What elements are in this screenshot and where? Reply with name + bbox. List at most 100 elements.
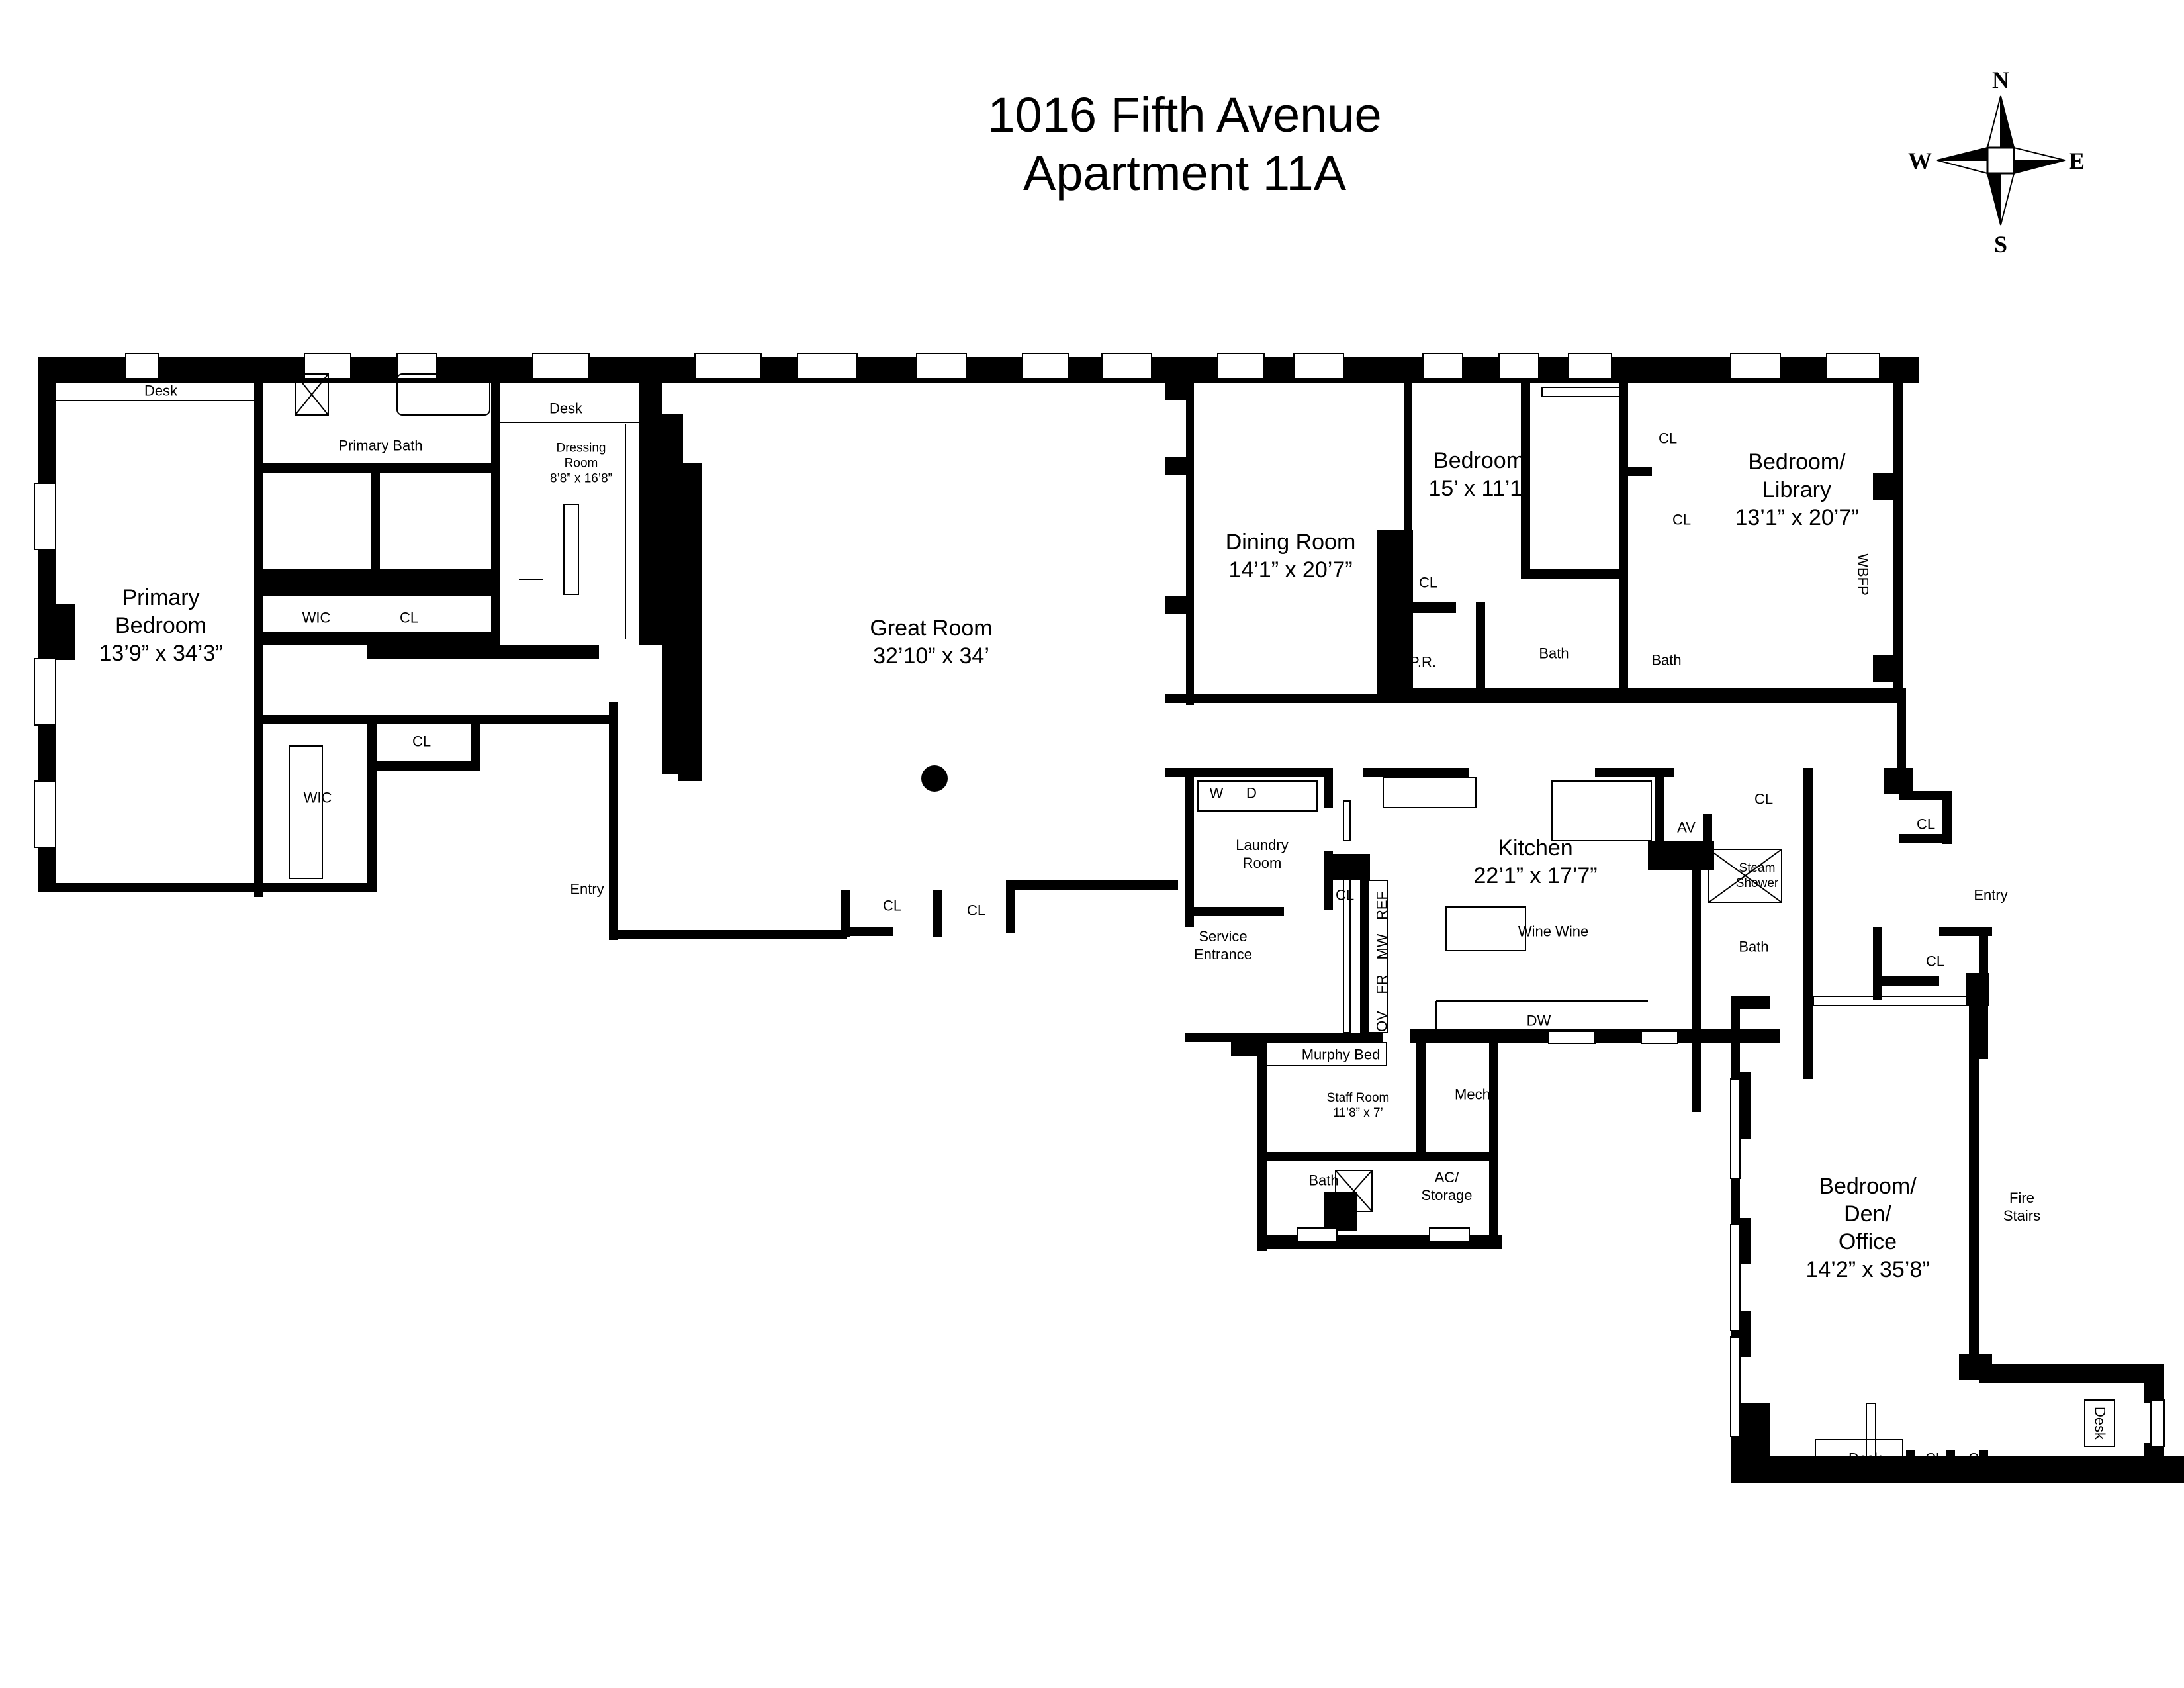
room-dimensions: 22’1” x 17’7”	[1473, 863, 1598, 888]
room-dimensions: 13’9” x 34’3”	[99, 641, 223, 666]
room-dimensions: 14’2” x 35’8”	[1805, 1257, 1930, 1282]
freezer-label: FR	[1373, 974, 1390, 994]
room-bedroom-library: Bedroom/ Library 13’1” x 20’7”	[1735, 448, 1858, 532]
desk-label: Desk	[549, 400, 583, 417]
room-name: AC/	[1434, 1169, 1459, 1186]
room-name: Den/	[1844, 1201, 1891, 1227]
compass-rose: N S W E	[1886, 53, 2118, 265]
desk-label: Desk	[144, 382, 178, 399]
closet-label: CL	[1418, 574, 1438, 591]
room-dimensions: 32’10” x 34’	[873, 643, 989, 669]
closet-label: CL	[1335, 886, 1355, 904]
room-dimensions: 8’8” x 16’8”	[550, 471, 612, 486]
room-name: Room	[564, 456, 598, 471]
structural-column	[921, 765, 948, 792]
bath-label: Bath	[1308, 1172, 1339, 1189]
room-kitchen: Kitchen 22’1” x 17’7”	[1473, 834, 1597, 890]
room-name: Office	[1838, 1229, 1897, 1254]
dishwasher-label: DW	[1526, 1012, 1551, 1029]
refrigerator-label: REF	[1373, 891, 1390, 920]
room-name: Storage	[1421, 1187, 1473, 1203]
closet-label: CL	[1754, 790, 1774, 808]
room-bedroom: Bedroom 15’ x 11’1”	[1428, 447, 1529, 502]
address-title: 1016 Fifth Avenue	[987, 87, 1382, 142]
wood-burning-fireplace-label: WBFP	[1854, 553, 1872, 596]
room-dimensions: 11’8” x 7’	[1333, 1106, 1383, 1120]
compass-north-label: N	[1992, 67, 2009, 93]
room-name: Room	[1242, 855, 1282, 871]
room-name: Bedroom	[115, 613, 206, 638]
bath-label: Bath	[1739, 938, 1769, 955]
wic-label: WIC	[303, 789, 332, 806]
microwave-label: MW	[1373, 933, 1390, 960]
room-dressing-room: Dressing Room 8’8” x 16’8”	[550, 441, 612, 487]
dryer-label: D	[1246, 784, 1257, 802]
oven-label: OV	[1373, 1011, 1390, 1032]
compass-rose-icon	[1936, 95, 2066, 226]
room-name: Dining Room	[1225, 530, 1356, 555]
closet-label: CL	[1658, 430, 1678, 447]
room-bedroom-den-office: Bedroom/ Den/ Office 14’2” x 35’8”	[1805, 1172, 1929, 1284]
wine-fridge-label: Wine Wine	[1518, 923, 1589, 940]
label-line: Service	[1199, 928, 1248, 945]
room-dining-room: Dining Room 14’1” x 20’7”	[1226, 528, 1356, 584]
room-laundry-room: Laundry Room	[1236, 836, 1289, 872]
ac-label: AC	[1389, 574, 1410, 591]
room-mechanical: Mech.	[1455, 1086, 1494, 1103]
label-line: Entrance	[1193, 946, 1253, 962]
room-name: Primary	[122, 585, 200, 610]
room-great-room: Great Room 32’10” x 34’	[870, 614, 992, 670]
desk-label: Desk	[1848, 1450, 1882, 1467]
room-name: Steam	[1739, 861, 1776, 875]
desk-label: Desk	[2091, 1406, 2109, 1440]
room-name: Library	[1762, 477, 1831, 502]
closet-label: CL	[1672, 511, 1692, 528]
room-dimensions: 15’ x 11’1”	[1428, 476, 1530, 501]
fixtures	[56, 373, 2115, 1470]
closet-label: CL	[1925, 953, 1945, 970]
room-primary-bedroom: Primary Bedroom 13’9” x 34’3”	[99, 584, 222, 667]
fire-stairs-label: Fire Stairs	[2003, 1189, 2040, 1225]
room-name: Laundry	[1236, 837, 1289, 853]
room-dimensions: 13’1” x 20’7”	[1735, 505, 1859, 530]
closet-label: CL	[882, 897, 902, 914]
room-steam-shower: Steam Shower	[1736, 861, 1778, 891]
murphy-bed-label: Murphy Bed	[1301, 1046, 1381, 1063]
washer-label: W	[1209, 784, 1224, 802]
room-name: Staff Room	[1326, 1091, 1390, 1105]
wic-label: WIC	[302, 609, 331, 626]
closet-label: CL	[1925, 1450, 1944, 1467]
room-primary-bath: Primary Bath	[338, 437, 423, 454]
closet-label: CL	[1968, 1450, 1987, 1467]
av-label: AV	[1677, 819, 1696, 836]
room-name: Kitchen	[1498, 835, 1573, 861]
bath-label: Bath	[1539, 645, 1569, 662]
closet-label: CL	[966, 902, 986, 919]
room-name: Bedroom/	[1748, 449, 1846, 475]
closet-label: CL	[399, 609, 419, 626]
room-staff-room: Staff Room 11’8” x 7’	[1327, 1090, 1390, 1121]
room-name: Bedroom	[1433, 448, 1525, 473]
walls	[38, 357, 2184, 1483]
room-name: Shower	[1735, 876, 1779, 890]
entry-label: Entry	[1974, 886, 2008, 904]
room-name: Dressing	[556, 441, 606, 455]
floorplan-title: 1016 Fifth Avenue Apartment 11A	[860, 86, 1509, 203]
compass-east-label: E	[2069, 148, 2085, 174]
room-ac-storage: AC/ Storage	[1421, 1168, 1472, 1204]
label-line: Fire	[2009, 1190, 2034, 1206]
service-entrance-label: Service Entrance	[1194, 927, 1252, 963]
room-powder-room: P.R.	[1410, 653, 1436, 671]
label-line: Stairs	[2003, 1207, 2041, 1224]
room-name: Great Room	[870, 616, 993, 641]
closet-label: CL	[1916, 816, 1936, 833]
windows	[34, 353, 2165, 1447]
unit-title: Apartment 11A	[1023, 146, 1347, 201]
room-name: Bedroom/	[1819, 1174, 1917, 1199]
compass-south-label: S	[1994, 231, 2008, 258]
entry-label: Entry	[570, 880, 604, 898]
room-dimensions: 14’1” x 20’7”	[1228, 557, 1353, 583]
bath-label: Bath	[1651, 651, 1682, 669]
closet-label: CL	[412, 733, 432, 750]
